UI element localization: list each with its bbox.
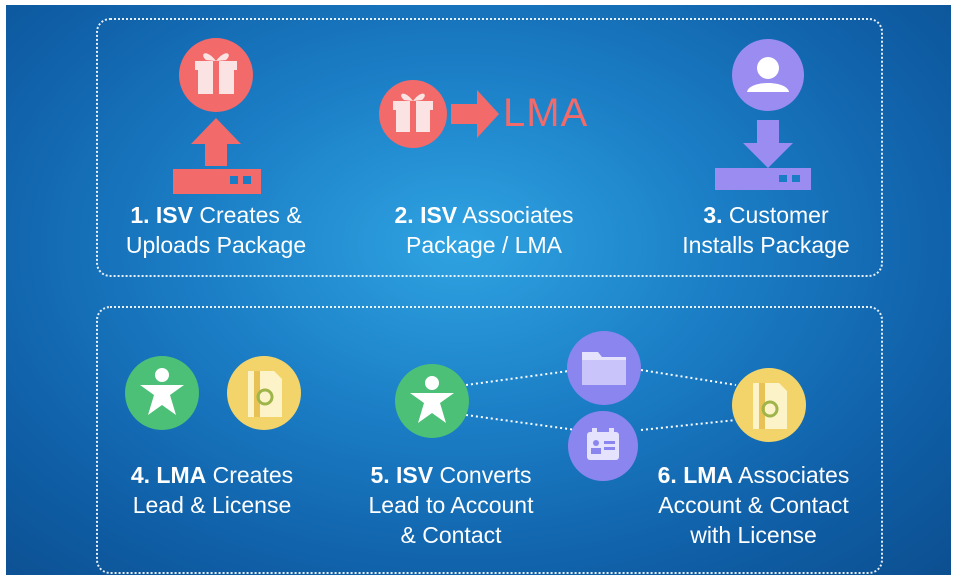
gift-upload-icon: [173, 38, 261, 194]
gift-arrow-icon: [379, 80, 499, 148]
step-6-text: 6. LMA Associates Account & Contact with…: [657, 462, 850, 548]
license-icon-2: [732, 368, 806, 442]
bottom-panel: [96, 306, 883, 574]
step-1-text: 1. ISV Creates & Uploads Package: [125, 202, 307, 258]
lead-person-icon: [125, 356, 199, 430]
top-panel: [96, 18, 883, 277]
diagram-canvas: LMA 1. ISV Creates & Uploads Package 2. …: [6, 5, 951, 575]
contact-card-icon: [568, 411, 638, 481]
license-icon: [227, 356, 301, 430]
customer-install-icon: [715, 39, 811, 190]
connector-lines: [465, 369, 737, 431]
lma-label: LMA: [503, 91, 589, 135]
step-4-text: 4. LMA Creates Lead & License: [130, 462, 294, 518]
lead-person-icon-2: [395, 364, 469, 438]
step-5-text: 5. ISV Converts Lead to Account & Contac…: [368, 462, 534, 548]
step-2-text: 2. ISV Associates Package / LMA: [394, 202, 574, 258]
account-folder-icon: [567, 331, 641, 405]
step-3-text: 3. Customer Installs Package: [682, 202, 850, 258]
